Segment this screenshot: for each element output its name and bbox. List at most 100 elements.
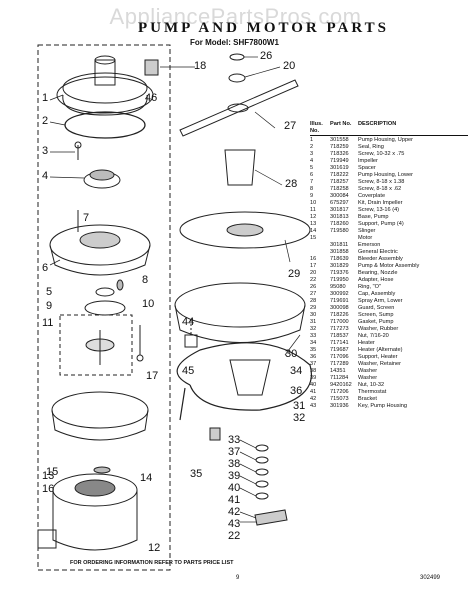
page-number: 9 <box>236 575 240 581</box>
cell-illus-no: 29 <box>310 305 317 311</box>
callout-32: 32 <box>293 412 306 424</box>
cell-illus-no: 41 <box>310 389 317 395</box>
cell-part-no: 718326 <box>330 151 349 157</box>
callout-34: 34 <box>290 365 303 377</box>
cell-part-no: 718257 <box>330 179 349 185</box>
cell-description: Washer, Rubber <box>358 326 399 332</box>
callout-33: 33 <box>228 434 241 446</box>
cell-description: General Electric <box>358 249 398 255</box>
callout-2: 2 <box>42 115 49 127</box>
cell-illus-no: 43 <box>310 403 317 409</box>
cell-part-no: 719580 <box>330 228 349 234</box>
callout-28: 28 <box>285 178 298 190</box>
header-desc: DESCRIPTION <box>358 121 397 127</box>
callout-14: 14 <box>140 472 153 484</box>
callout-38: 38 <box>228 458 241 470</box>
cell-illus-no: 35 <box>310 347 317 353</box>
watermark: AppliancePartsPros.com <box>109 4 362 29</box>
callout-1: 1 <box>42 92 49 104</box>
cell-part-no: 301817 <box>330 207 349 213</box>
coverplate <box>84 300 126 316</box>
callout-18: 18 <box>194 60 207 72</box>
cell-description: Kit, Drain Impeller <box>358 200 403 206</box>
cell-description: Heater <box>358 340 375 346</box>
callout-17: 17 <box>146 370 159 382</box>
cell-illus-no: 28 <box>310 298 317 304</box>
cell-description: Ring, "O" <box>358 284 381 290</box>
cell-description: Bracket <box>358 396 377 402</box>
callout-5: 5 <box>46 286 53 298</box>
cell-illus-no: 5 <box>310 165 314 171</box>
cell-part-no: 717141 <box>330 340 349 346</box>
table-row: 26 95080 Ring, "O" <box>310 284 468 291</box>
cell-description: Spacer <box>358 165 376 171</box>
cell-description: Washer <box>358 375 378 381</box>
cell-description: Washer <box>358 368 378 374</box>
spray-arm <box>179 79 299 137</box>
callout-9: 9 <box>46 300 53 312</box>
cell-part-no: 715073 <box>330 396 349 402</box>
cell-description: Screen, Sump <box>358 312 394 318</box>
cell-illus-no: 26 <box>310 284 317 290</box>
callout-45: 45 <box>182 365 195 377</box>
cell-description: Gasket, Pump <box>358 319 394 325</box>
cell-description: Spray Arm, Lower <box>358 298 403 304</box>
thermostat <box>209 427 221 441</box>
cell-part-no: 301813 <box>330 214 349 220</box>
screw-3 <box>74 141 82 160</box>
callout-26: 26 <box>260 50 273 62</box>
cell-description: Screw, 8-18 x .62 <box>358 186 402 192</box>
callout-43: 43 <box>228 518 241 530</box>
cell-description: Support, Pump (4) <box>358 221 404 227</box>
sump-screen <box>174 282 306 343</box>
cell-part-no: 95080 <box>330 284 346 290</box>
cell-illus-no: 27 <box>310 291 317 297</box>
impeller <box>83 169 121 189</box>
cell-part-no: 9420162 <box>330 382 352 388</box>
cell-description: Screw, 10-32 x .75 <box>358 151 405 157</box>
cap-assembly <box>224 149 256 186</box>
cell-illus-no: 34 <box>310 340 317 346</box>
callout-31: 31 <box>293 400 306 412</box>
cell-illus-no: 3 <box>310 151 314 157</box>
cell-description: Cap, Assembly <box>358 291 396 297</box>
cell-part-no: 301558 <box>330 137 349 143</box>
assembly-frame <box>37 44 171 571</box>
callout-41: 41 <box>228 494 241 506</box>
cell-part-no: 717096 <box>330 354 349 360</box>
cell-part-no: 719691 <box>330 298 349 304</box>
cell-part-no: 300098 <box>330 305 349 311</box>
cell-part-no: 301619 <box>330 165 349 171</box>
screen-guard <box>179 211 311 249</box>
cell-illus-no: 32 <box>310 326 317 332</box>
cell-part-no: 718639 <box>330 256 349 262</box>
callout-37: 37 <box>228 446 241 458</box>
drain-impeller-kit <box>59 314 133 376</box>
callout-44: 44 <box>182 316 195 328</box>
callout-13: 13 <box>42 470 55 482</box>
cell-part-no: 717206 <box>330 389 349 395</box>
heater-support <box>229 359 271 396</box>
cell-illus-no: 40 <box>310 382 317 388</box>
callout-11: 11 <box>42 317 54 329</box>
callout-39: 39 <box>228 470 241 482</box>
cell-description: Nut, 10-32 <box>358 382 385 388</box>
cell-part-no: 301829 <box>330 263 349 269</box>
cell-illus-no: 8 <box>310 186 314 192</box>
bleeder-assembly <box>136 325 144 362</box>
cell-description: Support, Heater <box>358 354 398 360</box>
